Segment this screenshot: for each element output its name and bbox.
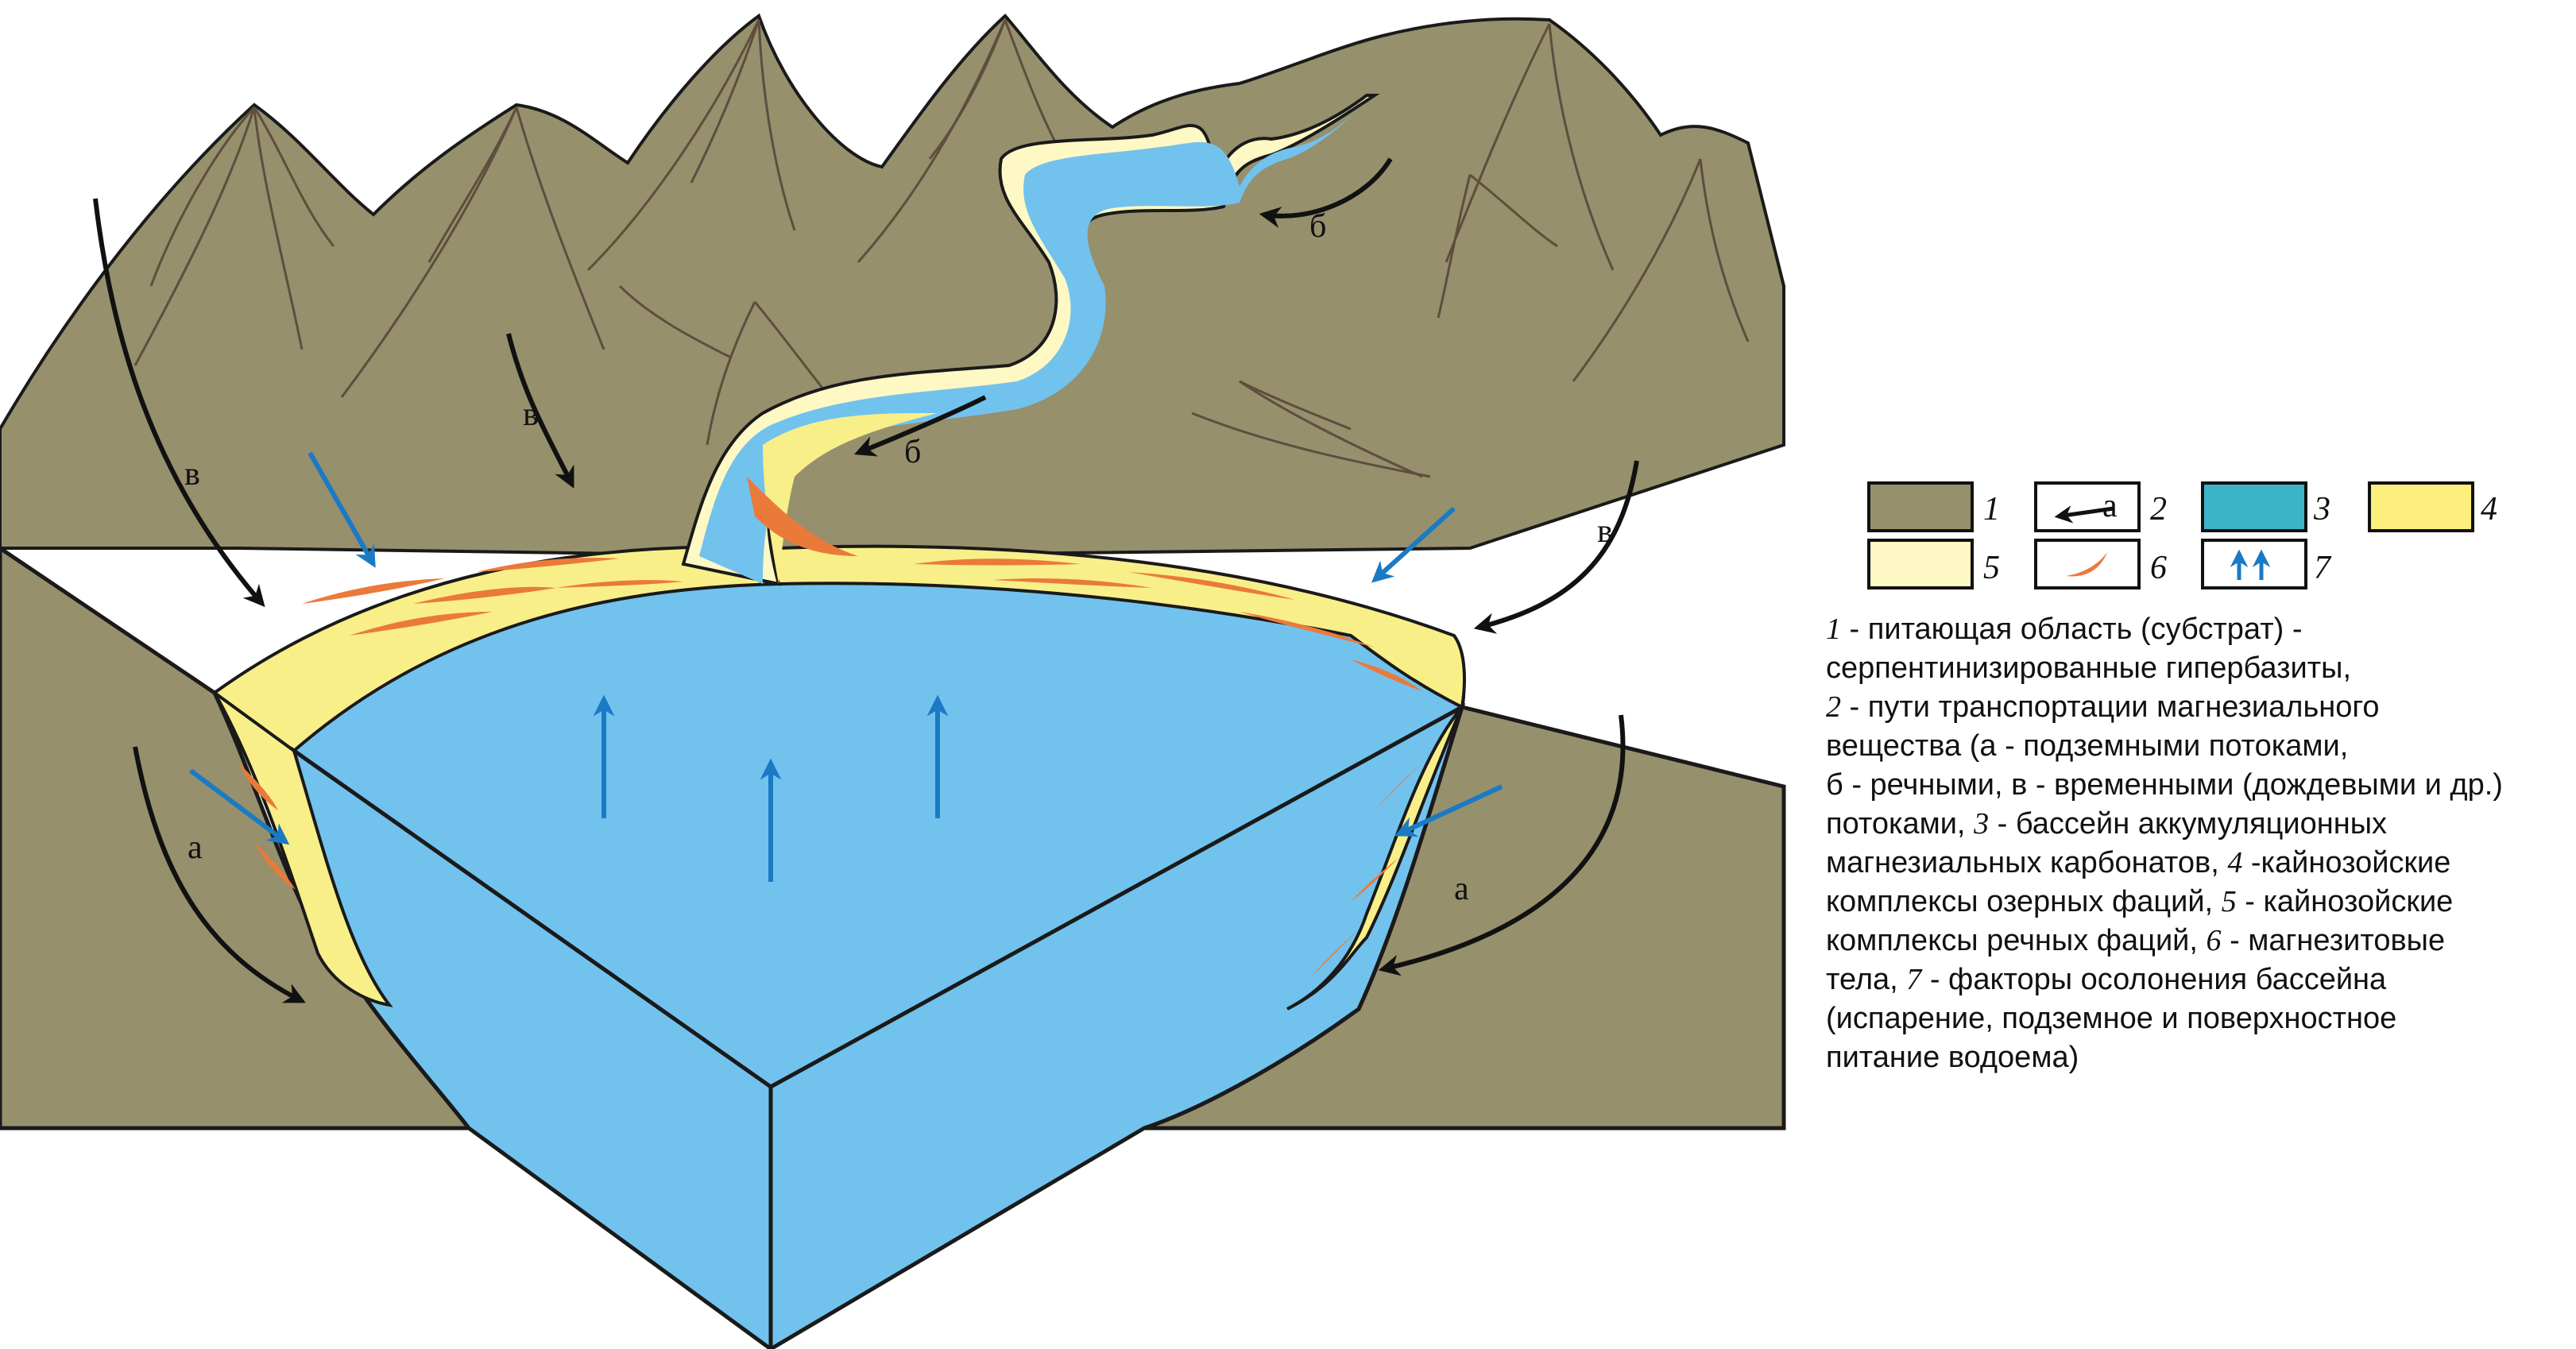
label-v-right: в	[1597, 513, 1613, 550]
label-v-left: в	[184, 456, 200, 493]
legend-line: 2 - пути транспортации магнезиального	[1826, 690, 2380, 724]
legend-line: 1 - питающая область (субстрат) -	[1826, 613, 2303, 646]
arrow-b-lower	[853, 395, 987, 457]
legend-line: тела, 7 - факторы осолонения бассейна	[1826, 963, 2387, 996]
legend-swatch-6	[2034, 539, 2141, 589]
transport-arrows	[93, 157, 1639, 1003]
label-a-right: а	[1454, 871, 1469, 907]
blue-arrow-right-side	[1394, 784, 1503, 837]
arrow-v-right	[1473, 460, 1639, 634]
mountain-range	[0, 13, 1785, 559]
ridge-lines	[133, 19, 1750, 478]
legend-num-6: 6	[2150, 550, 2167, 586]
legend-swatch-3	[2201, 481, 2307, 532]
legend-line: питание водоема)	[1826, 1041, 2079, 1074]
legend-line: (испарение, подземное и поверхностное	[1826, 1002, 2397, 1035]
blue-arrow-ne	[1371, 506, 1456, 583]
legend-num-4: 4	[2481, 491, 2497, 528]
right-facies-strip	[1286, 705, 1464, 1011]
legend-swatch-4	[2368, 481, 2474, 532]
legend-arrow-letter: а	[2102, 488, 2118, 524]
legend-description: 1 - питающая область (субстрат) - серпен…	[1826, 610, 2573, 1077]
blue-arrow-left-side	[189, 768, 290, 845]
legend-swatch-2	[2034, 481, 2141, 532]
magnesite-lenses	[238, 558, 1422, 977]
legend-line: потоками, 3 - бассейн аккумуляционных	[1826, 807, 2388, 841]
label-b-lower: б	[904, 434, 921, 470]
legend-black-arrow-icon	[2054, 505, 2114, 524]
legend-swatch-1	[1867, 481, 1974, 532]
arrow-v-center	[506, 333, 574, 489]
river-water	[699, 99, 1367, 584]
arrow-v-left	[93, 198, 265, 608]
river-beach-facies	[763, 413, 938, 584]
legend-line: вещества (а - подземными потоками,	[1826, 729, 2349, 763]
legend-orange-lens-icon	[2066, 552, 2107, 577]
legend-line: комплексы речных фаций, 6 - магнезитовые	[1826, 924, 2446, 957]
label-v-center: в	[523, 396, 539, 433]
arrow-a-right	[1378, 714, 1626, 976]
legend-line: б - речными, в - временными (дождевыми и…	[1826, 768, 2503, 802]
legend-line: серпентинизированные гипербазиты,	[1826, 651, 2352, 685]
legend-num-5: 5	[1983, 550, 2000, 586]
legend-num-2: 2	[2150, 491, 2167, 528]
legend: 1 а 2 3 4 5 6 7	[1867, 481, 2497, 589]
legend-num-7: 7	[2314, 550, 2332, 586]
legend-swatch-5	[1867, 539, 1974, 589]
front-right-face	[768, 702, 1466, 1349]
arrow-a-left	[133, 746, 306, 1003]
legend-line: комплексы озерных фаций, 5 - кайнозойски…	[1826, 885, 2454, 918]
label-b-upper: б	[1309, 208, 1326, 245]
arrow-b-upper	[1259, 157, 1393, 228]
blue-arrow-nw	[307, 451, 376, 568]
river-mouth-bar	[747, 477, 858, 556]
label-a-left: а	[188, 829, 203, 866]
salinization-arrows	[189, 451, 1503, 882]
legend-line: магнезиальных карбонатов, 4 -кайнозойски…	[1826, 846, 2451, 879]
legend-swatch-7	[2201, 539, 2307, 589]
legend-num-3: 3	[2313, 491, 2330, 528]
legend-num-1: 1	[1983, 491, 2000, 528]
